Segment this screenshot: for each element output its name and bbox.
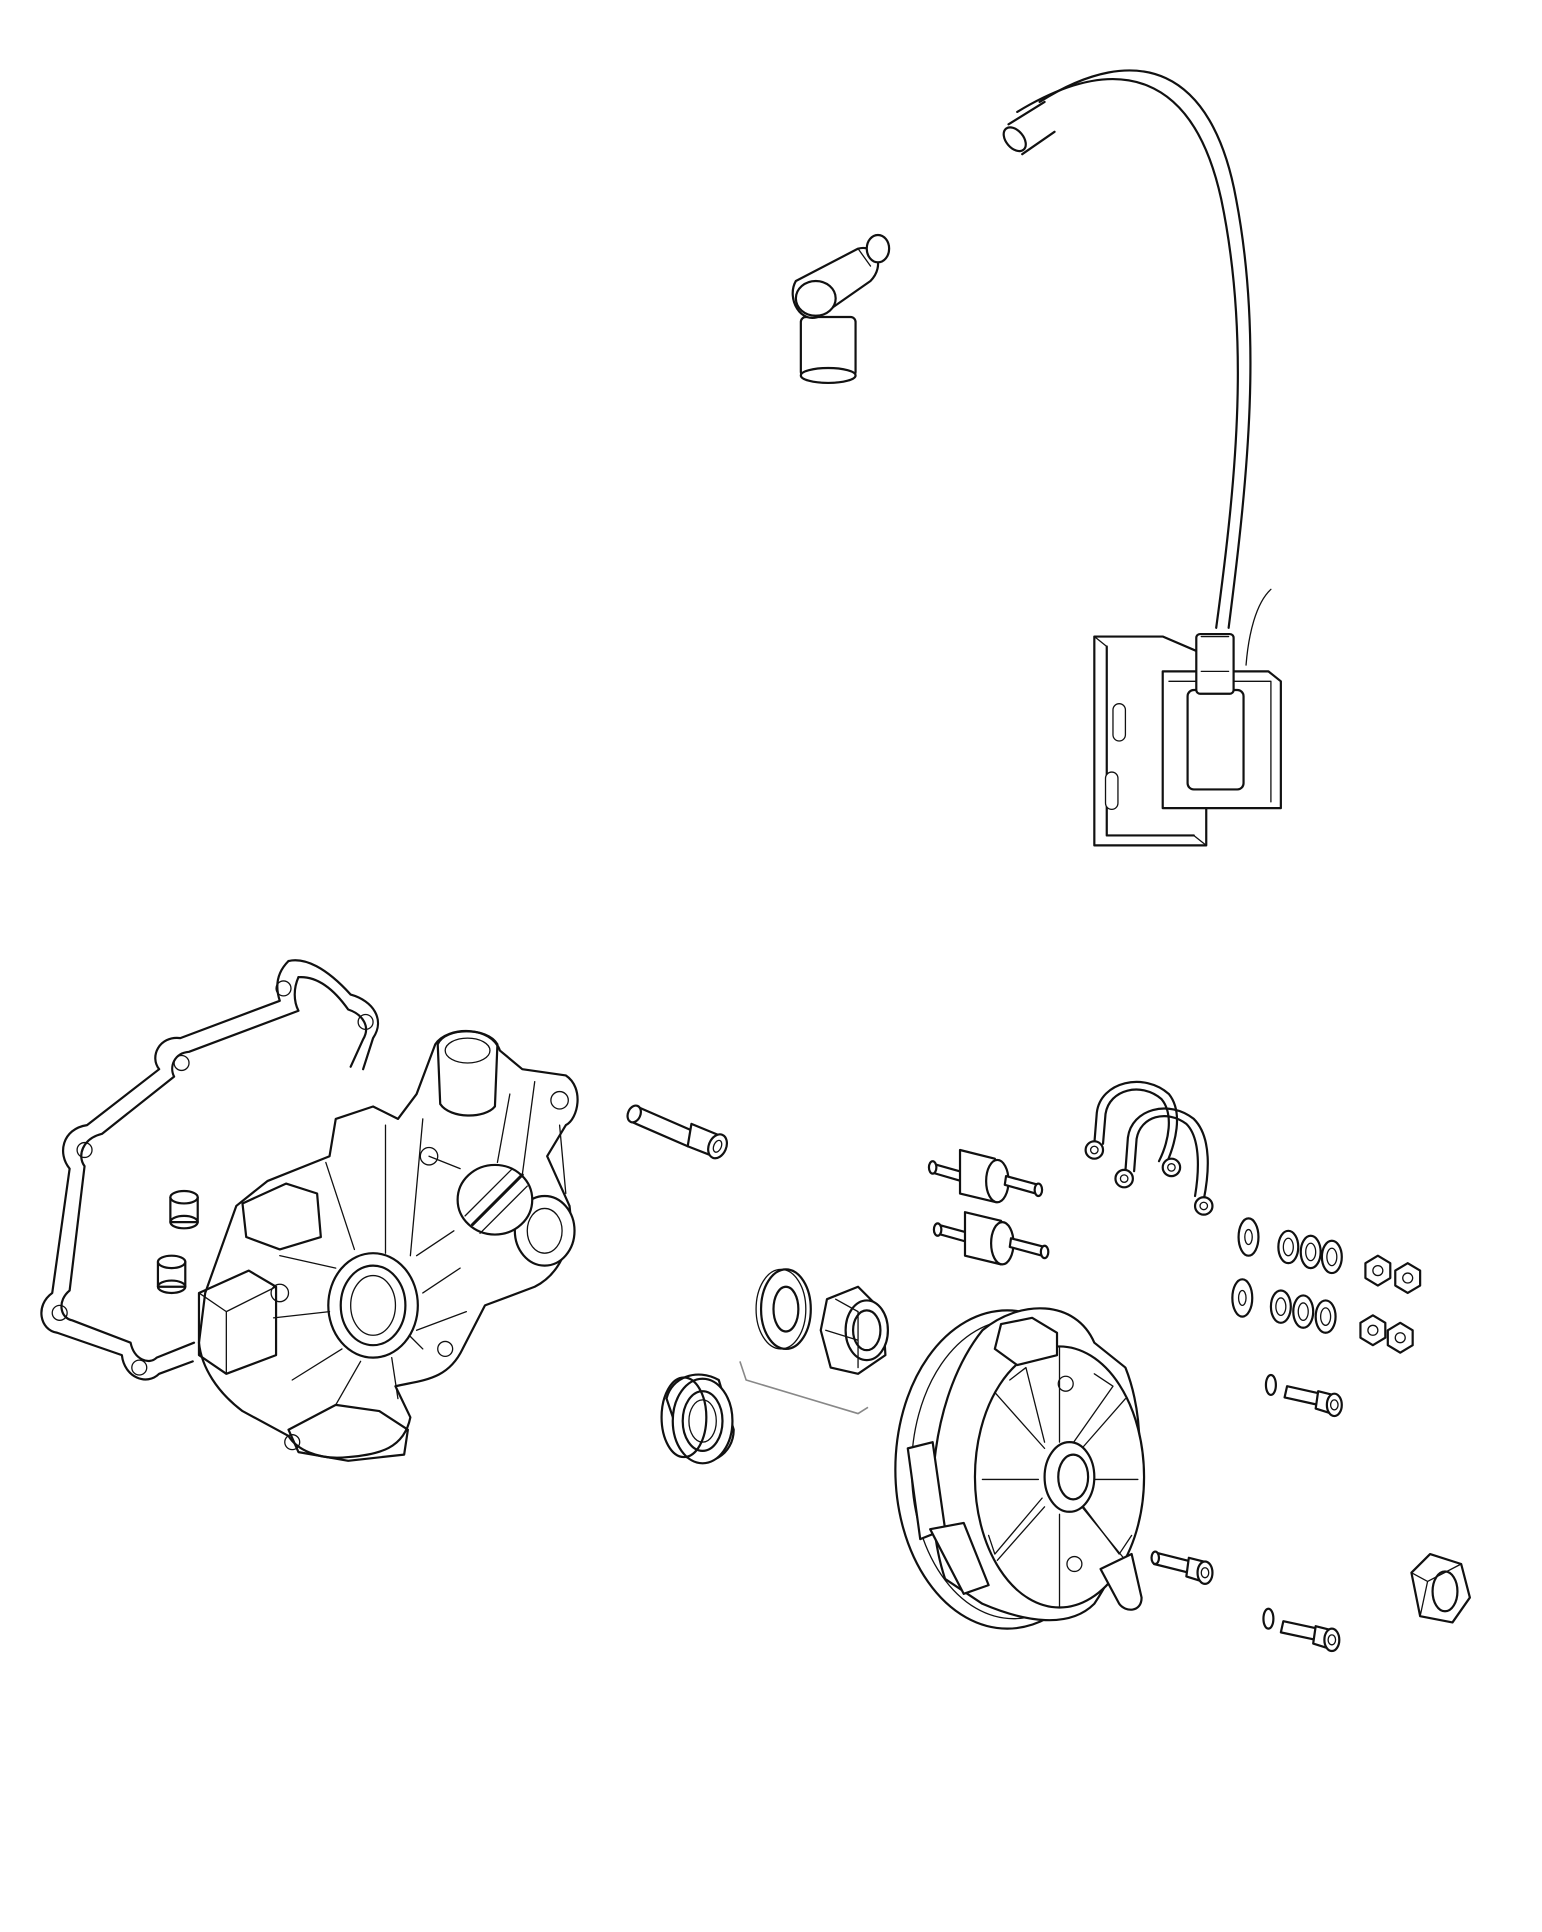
sealing-washer xyxy=(756,1269,811,1349)
cover-gasket xyxy=(41,960,378,1379)
washers-and-nuts xyxy=(1232,1218,1420,1352)
dowel-pins xyxy=(158,1191,198,1293)
stator-and-rotor xyxy=(895,1308,1144,1628)
ignition-cable xyxy=(999,70,1271,665)
shaft-seal xyxy=(662,1375,734,1464)
ground-cables xyxy=(1086,1082,1213,1215)
cover-screw xyxy=(625,1104,730,1162)
part-group-bracket xyxy=(740,1361,868,1413)
ignition-cover xyxy=(199,1031,578,1461)
stator-screws xyxy=(1152,1375,1342,1651)
screw-plug xyxy=(821,1287,888,1374)
rubber-mounts xyxy=(929,1150,1048,1264)
spark-plug-cap xyxy=(793,235,889,383)
ignition-coil xyxy=(1094,634,1281,845)
rotor-nut xyxy=(1411,1554,1469,1622)
